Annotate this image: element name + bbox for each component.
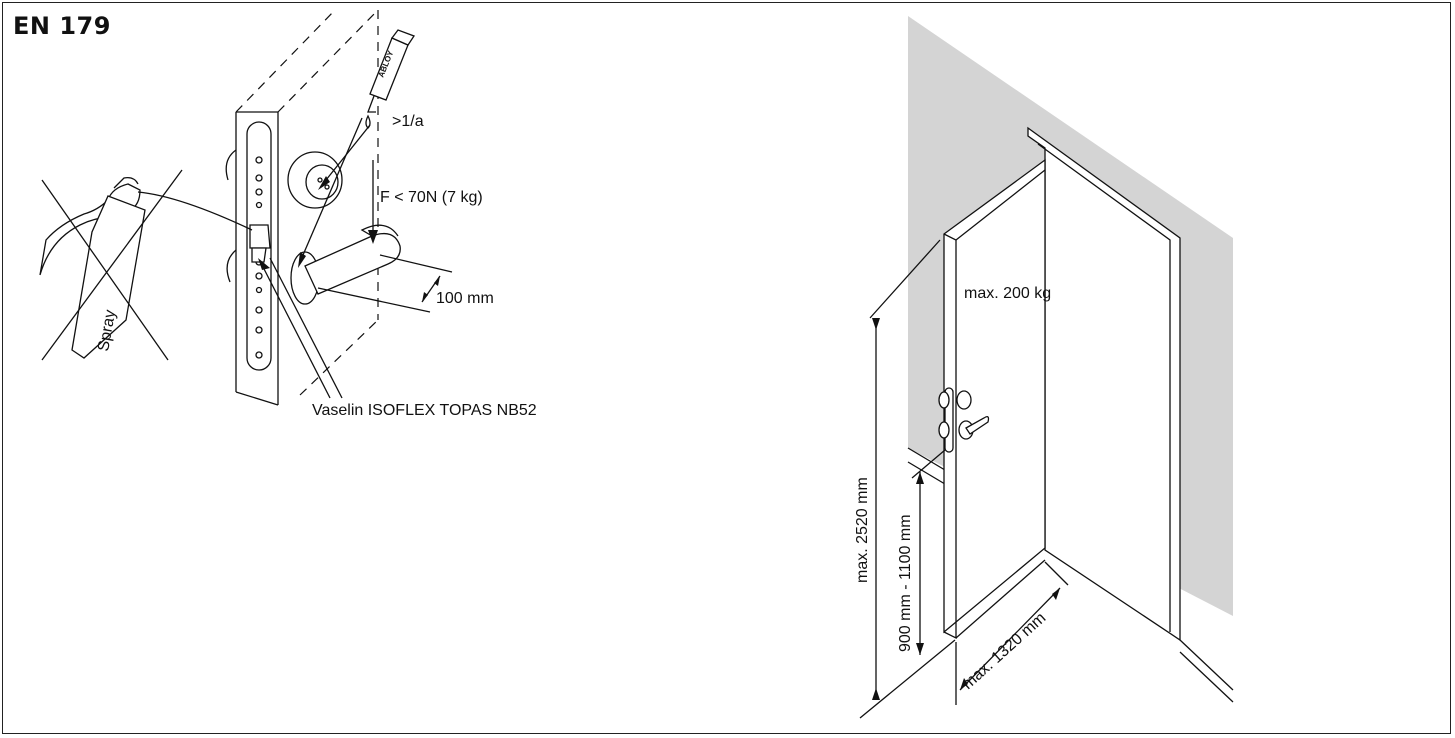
height-dimension — [859, 239, 956, 719]
max-weight-label: max. 200 kg — [964, 285, 1051, 302]
door-edge-outline — [235, 9, 379, 406]
lock-lubrication-figure: ABLOY Spray — [39, 9, 537, 419]
max-width-label: max. 1320 mm — [959, 610, 1049, 693]
handle-height-dimension — [911, 449, 946, 655]
door-frame — [1027, 126, 1181, 642]
lever-distance-dimension — [317, 254, 453, 313]
max-height-label: max. 2520 mm — [854, 477, 871, 583]
lever-distance-label: 100 mm — [436, 290, 494, 307]
lubrication-interval: >1/a — [392, 113, 424, 130]
handle-force-label: F < 70N (7 kg) — [380, 189, 483, 206]
force-arrow — [368, 160, 378, 244]
handle-height-label: 900 mm - 1100 mm — [897, 514, 914, 652]
lock-faceplate — [225, 121, 272, 371]
width-dimension — [955, 561, 1069, 705]
spray-can-prohibited: Spray — [39, 169, 253, 361]
lever-handle — [290, 224, 401, 305]
cylinder-rosette — [287, 151, 343, 209]
door-leaf — [943, 158, 1046, 640]
lubricant-label: Vaselin ISOFLEX TOPAS NB52 — [312, 402, 537, 419]
lubrication-arrows — [258, 117, 371, 399]
door-hardware — [938, 387, 990, 453]
door-dimensions-figure: max. 200 kg max. 2520 mm 900 mm - 1100 m… — [854, 16, 1234, 719]
spray-label: Spray — [95, 309, 119, 353]
standard-title: EN 179 — [13, 12, 111, 40]
